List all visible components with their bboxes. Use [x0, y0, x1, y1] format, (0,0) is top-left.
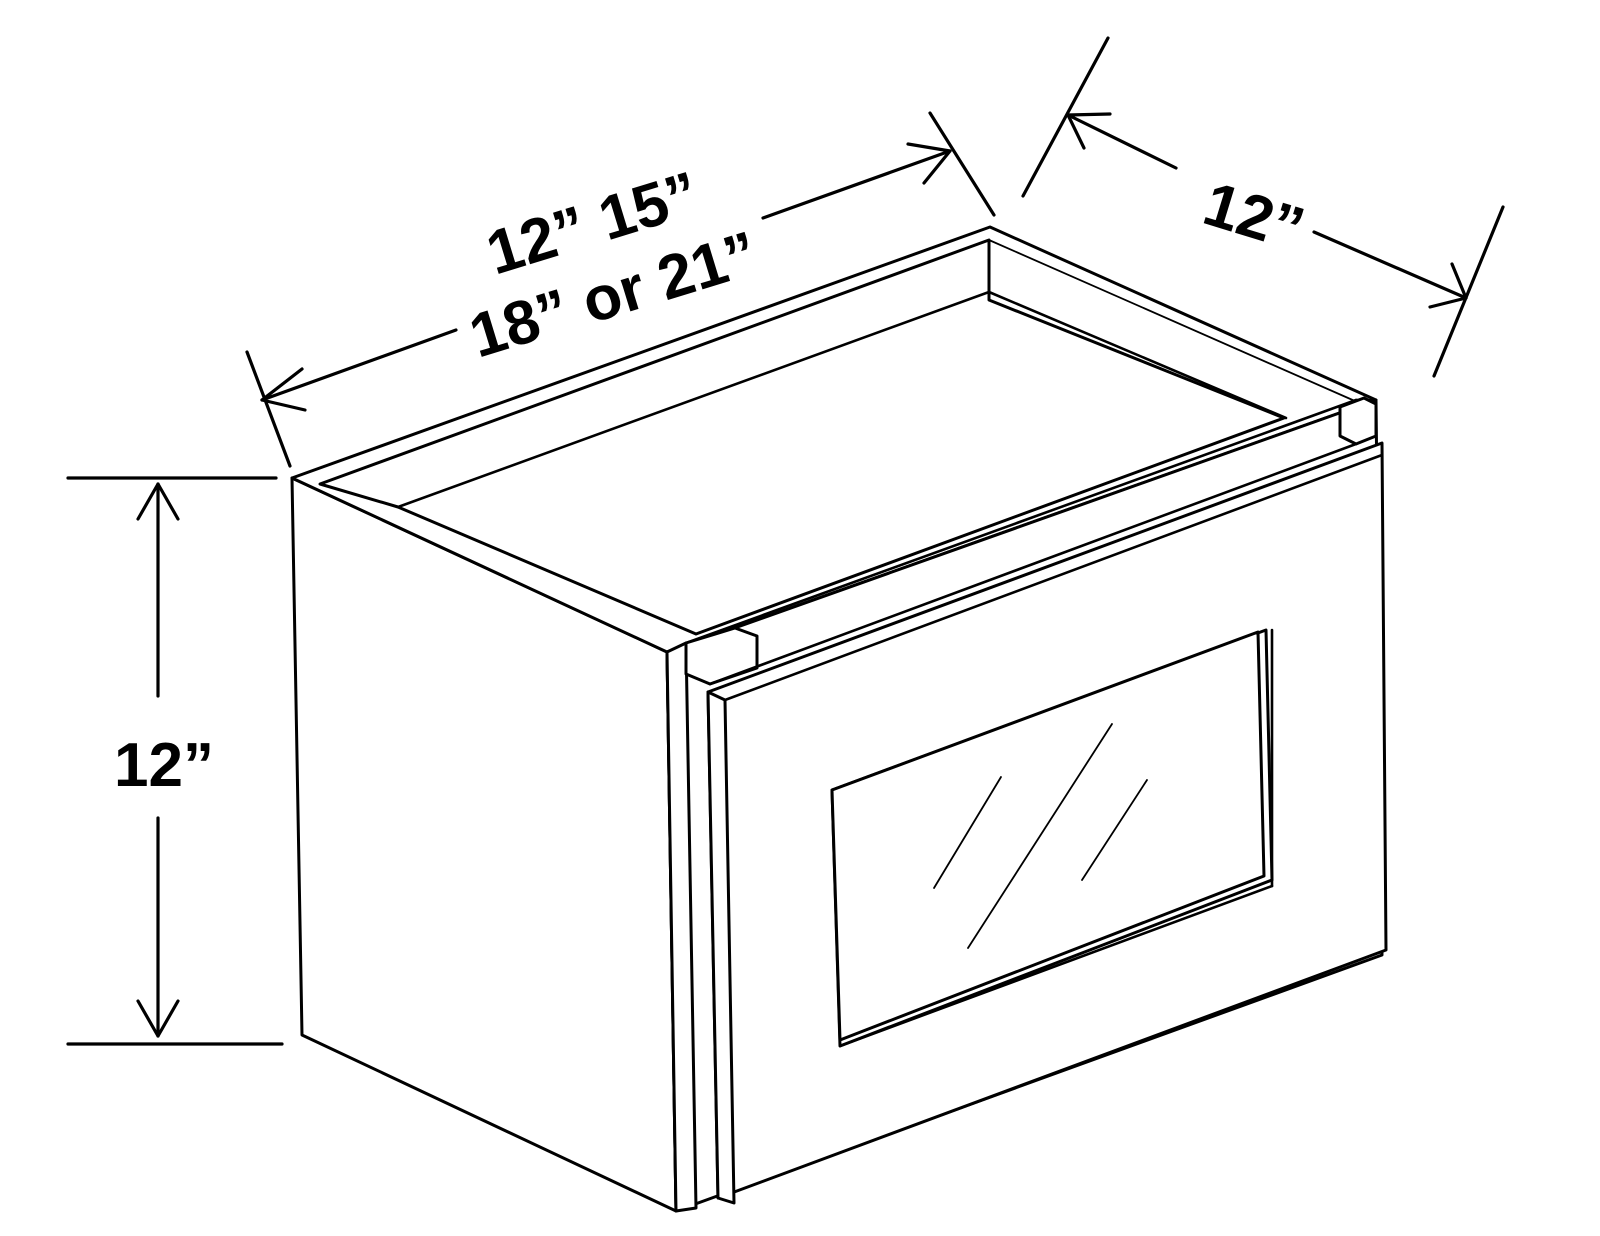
top-inner-back-edge: [396, 290, 991, 509]
width-dimension-line-left: [260, 328, 458, 402]
front-frame-top-edge: [684, 398, 1358, 645]
top-inner-right-edge: [987, 290, 1288, 420]
width-dimension-line-right: [761, 149, 952, 220]
depth-dimension-line-bottom: [1312, 230, 1468, 300]
top-inner-back-right-edge: [988, 239, 1365, 406]
depth-label: 12”: [1196, 169, 1312, 264]
width-arrowhead-right: [906, 142, 952, 185]
depth-dimension-line-top: [1066, 113, 1178, 170]
depth-arrowhead-top: [1066, 112, 1112, 150]
height-label: 12”: [114, 731, 214, 800]
width-extension-right: [928, 111, 996, 217]
depth-extension-bottom: [1432, 205, 1505, 378]
door-edge: [706, 690, 736, 1205]
glass-reflection-1: [933, 776, 1002, 889]
door-top-inner-edge: [723, 453, 1384, 702]
depth-arrowhead-bottom: [1428, 262, 1468, 309]
glass-bottom-lip: [838, 884, 1274, 1048]
top-rail-notch-right: [1338, 396, 1378, 446]
top-rail-lower-edge: [708, 442, 1358, 686]
glass-reflection-2: [967, 723, 1113, 949]
height-arrowhead-top: [136, 482, 180, 521]
door-glass-pane: [830, 630, 1266, 1042]
height-dimension: 12”: [66, 476, 284, 1046]
width-arrowhead-left: [260, 367, 307, 412]
glass-reflection-3: [1081, 779, 1148, 881]
top-rail-notch-left: [684, 626, 759, 686]
height-arrowhead-bottom: [136, 999, 180, 1038]
depth-extension-top: [1021, 36, 1110, 198]
cabinet-front-frame-band: [665, 641, 698, 1213]
width-extension-left: [245, 350, 292, 468]
cabinet-door: [706, 441, 1388, 1205]
